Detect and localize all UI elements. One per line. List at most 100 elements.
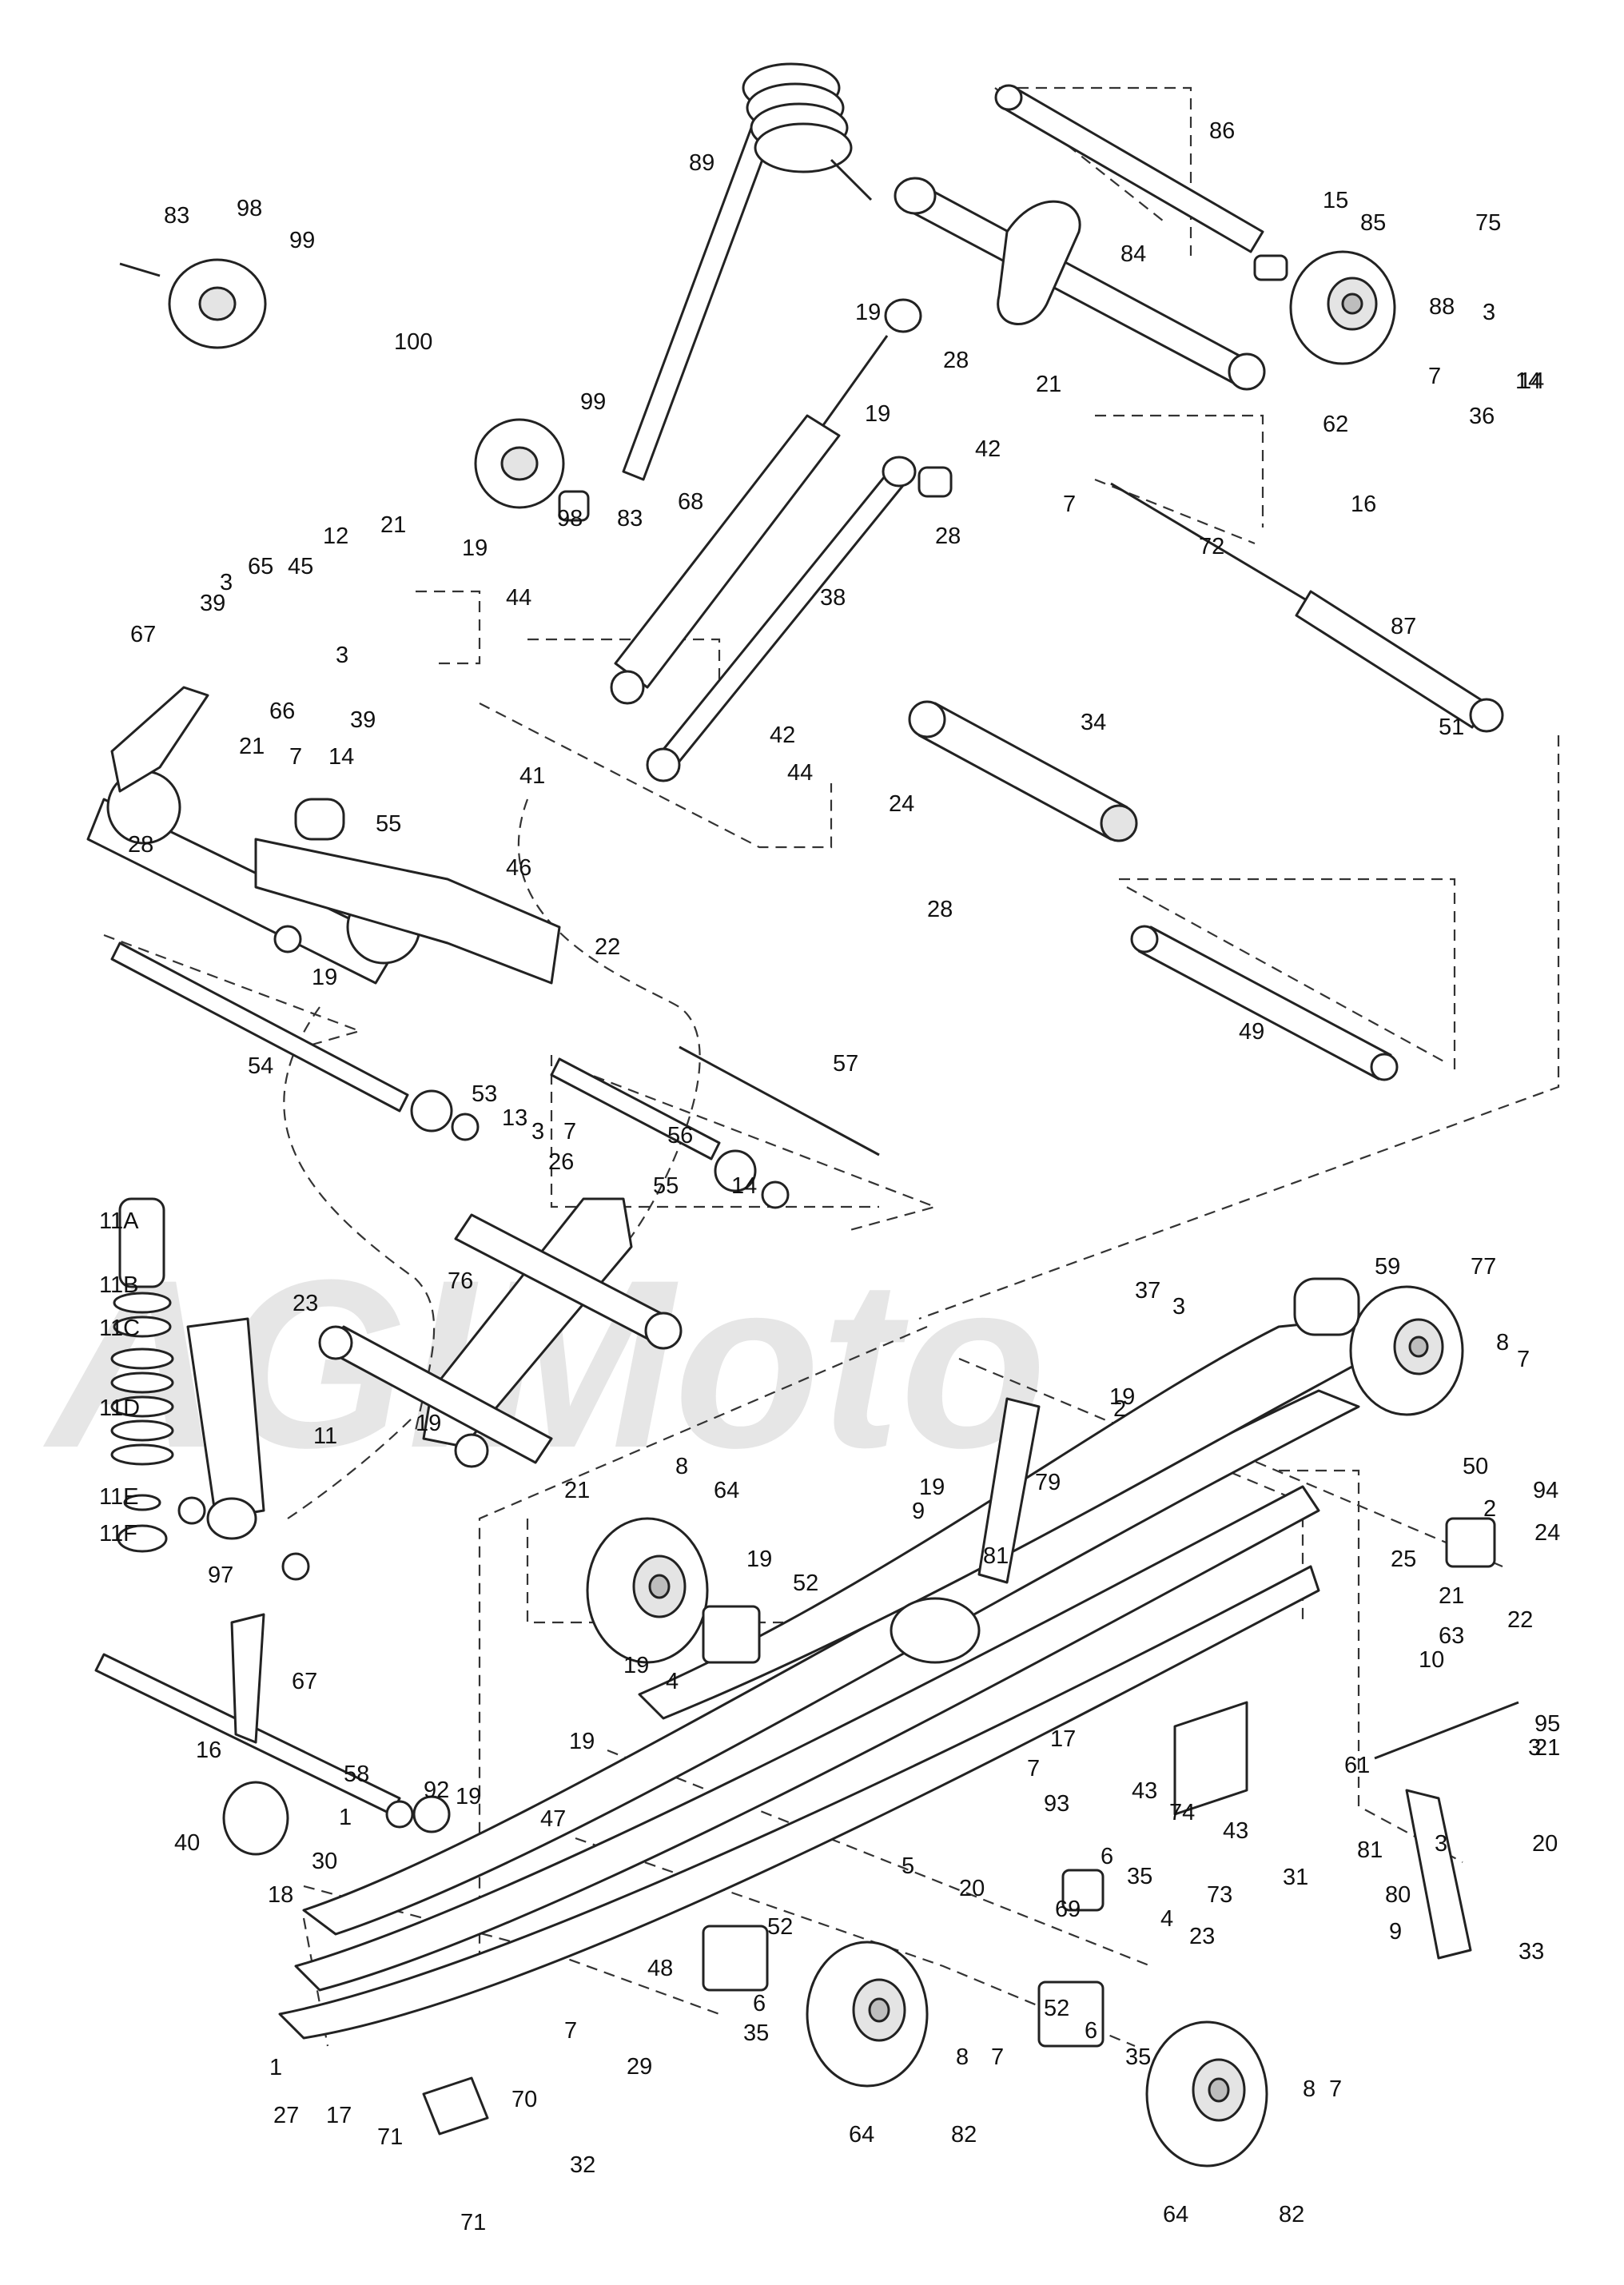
part-callout-10: 10 bbox=[1419, 1647, 1444, 1673]
part-callout-89: 89 bbox=[689, 150, 714, 176]
spacer-tube-34 bbox=[908, 700, 1138, 842]
part-callout-82: 82 bbox=[1279, 2202, 1304, 2227]
part-callout-7: 7 bbox=[1329, 2076, 1342, 2102]
part-callout-53: 53 bbox=[472, 1081, 497, 1107]
part-callout-6: 6 bbox=[753, 1991, 766, 2016]
part-callout-57: 57 bbox=[833, 1051, 858, 1077]
rear-shock bbox=[610, 298, 922, 705]
part-callout-99: 99 bbox=[289, 228, 315, 253]
part-callout-62: 62 bbox=[1323, 412, 1348, 437]
part-callout-21: 21 bbox=[1534, 1735, 1560, 1761]
part-callout-33: 33 bbox=[1519, 1939, 1544, 1965]
part-callout-7: 7 bbox=[564, 2018, 577, 2044]
part-callout-7: 7 bbox=[1027, 1756, 1040, 1781]
rear-idler-shaft-assembly bbox=[119, 258, 590, 522]
part-callout-19: 19 bbox=[746, 1547, 772, 1572]
links bbox=[977, 1397, 1519, 1960]
part-callout-46: 46 bbox=[506, 855, 531, 881]
parts bbox=[86, 62, 1519, 2168]
part-callout-81: 81 bbox=[983, 1543, 1009, 1569]
part-callout-35: 35 bbox=[1125, 2044, 1151, 2070]
part-callout-80: 80 bbox=[1385, 1882, 1411, 1908]
part-callout-8: 8 bbox=[956, 2044, 969, 2070]
part-callout-32: 32 bbox=[570, 2152, 595, 2178]
part-callout-30: 30 bbox=[312, 1849, 337, 1874]
part-callout-36: 36 bbox=[1469, 404, 1495, 429]
part-callout-87: 87 bbox=[1391, 614, 1416, 639]
part-callout-41: 41 bbox=[519, 763, 545, 789]
part-callout-49: 49 bbox=[1239, 1019, 1264, 1045]
part-callout-58: 58 bbox=[344, 1762, 369, 1787]
part-callout-17: 17 bbox=[326, 2103, 352, 2128]
part-callout-55: 55 bbox=[653, 1173, 679, 1199]
part-callout-56: 56 bbox=[667, 1123, 693, 1148]
part-callout-12: 12 bbox=[323, 523, 348, 549]
part-callout-77: 77 bbox=[1471, 1254, 1496, 1280]
part-callout-19: 19 bbox=[1109, 1384, 1135, 1410]
part-callout-9: 9 bbox=[1389, 1919, 1402, 1945]
part-callout-51: 51 bbox=[1439, 715, 1464, 740]
part-callout-95: 95 bbox=[1534, 1711, 1560, 1737]
part-callout-19: 19 bbox=[865, 401, 890, 427]
part-callout-6: 6 bbox=[1101, 1844, 1113, 1869]
part-callout-7: 7 bbox=[289, 744, 302, 770]
part-callout-20: 20 bbox=[959, 1876, 985, 1901]
part-callout-24: 24 bbox=[889, 791, 914, 817]
part-callout-25: 25 bbox=[1391, 1547, 1416, 1572]
part-callout-16: 16 bbox=[196, 1738, 221, 1763]
part-callout-48: 48 bbox=[647, 1956, 673, 1981]
part-callout-14: 14 bbox=[1515, 368, 1541, 394]
part-callout-3: 3 bbox=[1483, 300, 1495, 325]
shock-link bbox=[646, 456, 953, 782]
part-callout-64: 64 bbox=[1163, 2202, 1188, 2227]
part-callout-66: 66 bbox=[269, 699, 295, 724]
part-callout-2: 2 bbox=[1113, 1396, 1126, 1422]
part-callout-22: 22 bbox=[1507, 1607, 1533, 1633]
part-callout-43: 43 bbox=[1223, 1818, 1248, 1844]
part-callout-17: 17 bbox=[1050, 1726, 1076, 1752]
part-callout-42: 42 bbox=[975, 436, 1001, 462]
part-callout-43: 43 bbox=[1132, 1778, 1157, 1804]
part-callout-8: 8 bbox=[675, 1454, 688, 1479]
part-callout-26: 26 bbox=[548, 1149, 574, 1175]
part-callout-82: 82 bbox=[951, 2122, 977, 2148]
part-callout-19: 19 bbox=[312, 965, 337, 990]
part-callout-72: 72 bbox=[1199, 534, 1224, 559]
part-callout-45: 45 bbox=[288, 554, 313, 579]
part-callout-73: 73 bbox=[1207, 1882, 1232, 1908]
part-callout-35: 35 bbox=[1127, 1864, 1152, 1889]
part-callout-67: 67 bbox=[292, 1669, 317, 1694]
part-callout-11F: 11F bbox=[99, 1521, 137, 1547]
torsion-spring bbox=[622, 62, 873, 481]
brackets bbox=[222, 1517, 1496, 2136]
front-swing-arm bbox=[318, 1197, 683, 1468]
part-callout-29: 29 bbox=[627, 2054, 652, 2080]
front-shaft-54 bbox=[110, 941, 480, 1141]
front-arm bbox=[86, 770, 561, 985]
part-callout-3: 3 bbox=[1528, 1735, 1541, 1761]
part-callout-1: 1 bbox=[339, 1805, 352, 1830]
part-callout-37: 37 bbox=[1135, 1278, 1160, 1304]
part-callout-21: 21 bbox=[1439, 1583, 1464, 1609]
part-callout-64: 64 bbox=[849, 2122, 874, 2148]
part-callout-3: 3 bbox=[220, 570, 233, 595]
part-callout-93: 93 bbox=[1044, 1791, 1069, 1817]
part-callout-100: 100 bbox=[394, 329, 432, 355]
part-callout-19: 19 bbox=[623, 1653, 649, 1678]
part-callout-86: 86 bbox=[1209, 118, 1235, 144]
part-callout-35: 35 bbox=[743, 2020, 769, 2046]
part-callout-47: 47 bbox=[540, 1806, 566, 1832]
part-callout-76: 76 bbox=[448, 1268, 473, 1294]
part-callout-83: 83 bbox=[617, 506, 643, 531]
part-callout-11E: 11E bbox=[99, 1484, 138, 1510]
part-callout-52: 52 bbox=[767, 1914, 793, 1940]
part-callout-21: 21 bbox=[564, 1478, 590, 1503]
part-callout-8: 8 bbox=[1303, 2076, 1316, 2102]
part-callout-40: 40 bbox=[174, 1830, 200, 1856]
part-callout-61: 61 bbox=[1344, 1753, 1370, 1778]
part-callout-39: 39 bbox=[350, 707, 376, 733]
part-callout-39: 39 bbox=[200, 591, 225, 616]
part-callout-15: 15 bbox=[1323, 188, 1348, 213]
